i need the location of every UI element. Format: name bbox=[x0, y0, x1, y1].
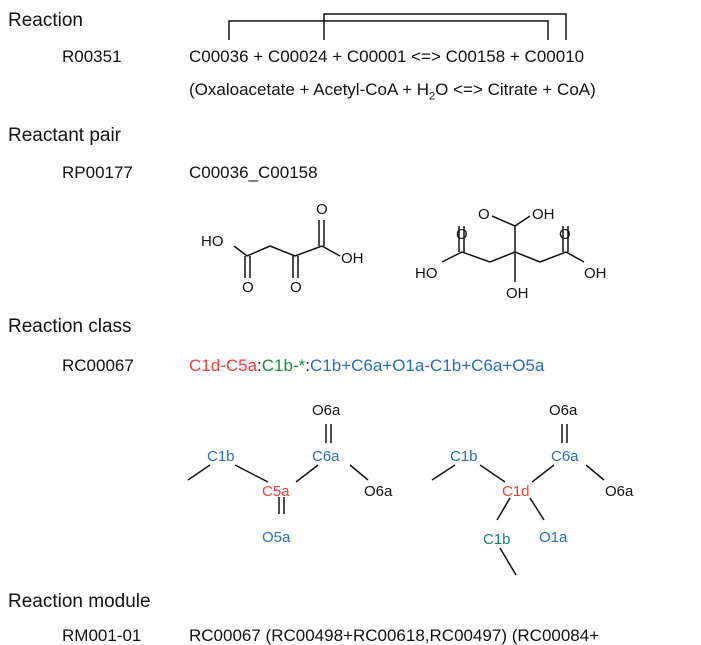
bracket-inner bbox=[323, 13, 567, 40]
rc-right-atom-graph: O6a C1b C6a C1d O6a C1b O1a bbox=[431, 402, 634, 576]
section-title-reaction: Reaction bbox=[8, 10, 83, 31]
reaction-module-text: RC00067 (RC00498+RC00618,RC00497) (RC000… bbox=[189, 626, 600, 645]
citrate-o-left: O bbox=[456, 226, 468, 243]
citrate-oh-bottom: OH bbox=[506, 285, 529, 302]
section-title-reaction-class: Reaction class bbox=[8, 316, 132, 337]
rc-right-o1a: O1a bbox=[539, 529, 568, 546]
bracket-outer bbox=[228, 20, 549, 40]
rc-segment: C1d-C5a bbox=[189, 356, 258, 375]
rc-left-c5a: C5a bbox=[262, 483, 290, 500]
rc-left-c6a: C6a bbox=[312, 448, 340, 465]
rc-right-c1b-left: C1b bbox=[450, 448, 478, 465]
section-title-reaction-module: Reaction module bbox=[8, 591, 151, 612]
citrate-o-right: O bbox=[559, 226, 571, 243]
rc-segment: C1b+C6a+O5a bbox=[430, 356, 545, 375]
reaction-id[interactable]: R00351 bbox=[62, 47, 122, 66]
reaction-equation: C00036 + C00024 + C00001 <=> C00158 + C0… bbox=[189, 47, 585, 66]
rc-segment: - bbox=[424, 356, 431, 375]
reactant-pair-compounds: C00036_C00158 bbox=[189, 163, 318, 182]
rc-left-atom-graph: O6a C1b C6a C5a O6a O5a bbox=[187, 402, 393, 546]
rc-right-o6a-top: O6a bbox=[549, 402, 578, 419]
rc-segment: : bbox=[305, 356, 310, 375]
citrate-ho: HO bbox=[415, 265, 438, 282]
rc-left-o6a-top: O6a bbox=[312, 402, 341, 419]
reaction-class-id[interactable]: RC00067 bbox=[62, 356, 134, 375]
rc-right-c1d: C1d bbox=[502, 483, 530, 500]
oxaloacetate-o-top: O bbox=[316, 201, 328, 218]
rc-left-c1b: C1b bbox=[207, 448, 235, 465]
citrate-oh-top: OH bbox=[532, 206, 555, 223]
citrate-oh-right: OH bbox=[584, 265, 607, 282]
oxaloacetate-structure: O HO OH O O bbox=[201, 201, 364, 296]
citrate-o-top: O bbox=[478, 206, 490, 223]
rc-segment: C1b+C6a+O1a bbox=[309, 356, 425, 375]
oxaloacetate-ho: HO bbox=[201, 233, 224, 250]
names-suffix: O <=> Citrate + CoA) bbox=[435, 80, 596, 99]
rc-right-c6a: C6a bbox=[551, 448, 579, 465]
rc-left-o5a: O5a bbox=[262, 529, 291, 546]
rc-segment: C1b-* bbox=[261, 356, 306, 375]
oxaloacetate-o-bottom-left: O bbox=[242, 279, 254, 296]
section-title-reactant-pair: Reactant pair bbox=[8, 125, 122, 146]
reaction-compound-names: (Oxaloacetate + Acetyl-CoA + H2O <=> Cit… bbox=[189, 81, 596, 102]
reactant-pair-id[interactable]: RP00177 bbox=[62, 163, 133, 182]
oxaloacetate-oh: OH bbox=[341, 250, 364, 267]
reaction-class-definition: C1d-C5a:C1b-*:C1b+C6a+O1a-C1b+C6a+O5a bbox=[189, 357, 544, 374]
citrate-structure: O OH O HO O OH OH bbox=[415, 206, 607, 302]
rc-right-o6a-right: O6a bbox=[605, 483, 634, 500]
rc-segment: : bbox=[257, 356, 262, 375]
rc-left-o6a-right: O6a bbox=[364, 483, 393, 500]
names-subscript: 2 bbox=[429, 90, 436, 103]
reaction-pair-brackets bbox=[228, 13, 567, 40]
oxaloacetate-o-bottom-mid: O bbox=[290, 279, 302, 296]
reaction-module-id[interactable]: RM001-01 bbox=[62, 626, 142, 645]
rc-right-c1b-bottom: C1b bbox=[483, 531, 511, 548]
names-prefix: (Oxaloacetate + Acetyl-CoA + H bbox=[189, 80, 430, 99]
